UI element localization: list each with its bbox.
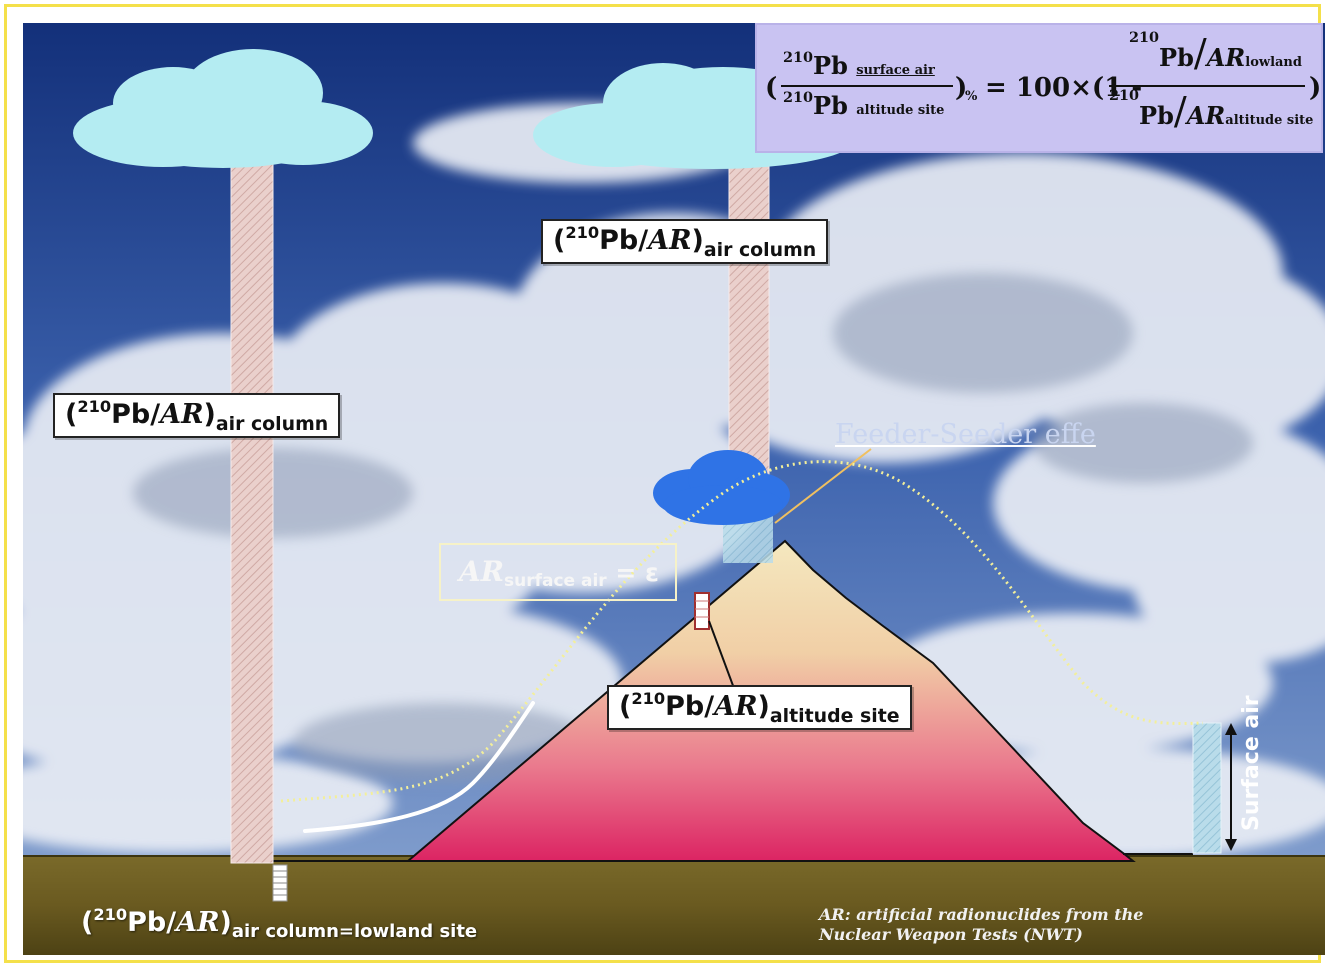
formula-rhs-den-el: Pb — [1139, 101, 1174, 130]
formula-lhs-numerator: 210Pb surface air — [783, 49, 935, 80]
formula-lhs-fraction-bar — [781, 85, 953, 87]
label-eps-sub: surface air — [504, 571, 607, 591]
formula-open-paren: ( — [765, 73, 778, 103]
formula-rhs-num-sup: 210 — [1129, 29, 1160, 46]
formula-rhs-num-el: Pb — [1159, 43, 1194, 72]
label-alt-open: ( — [619, 691, 632, 722]
formula-lhs-den-sub: altitude site — [856, 103, 945, 118]
formula-percent: % — [965, 89, 978, 104]
label-left-close: ) — [203, 399, 216, 430]
formula-rhs-close: ) — [1309, 73, 1322, 103]
label-low-ar: AR — [176, 907, 220, 938]
label-eps-ar: AR — [459, 555, 504, 588]
label-left-main: Pb/ — [111, 399, 161, 430]
label-low-sup: 210 — [93, 905, 128, 924]
label-altitude-site: (210Pb/AR)altitude site — [607, 685, 912, 730]
label-left-sup: 210 — [77, 397, 112, 416]
diagram-graphics — [23, 23, 1325, 955]
diagram-scene: ( 210Pb surface air 210Pb altitude site … — [23, 23, 1325, 955]
label-low-main: Pb/ — [127, 907, 177, 938]
formula-lhs-den-sup: 210 — [783, 89, 814, 106]
formula-lhs-den-el: Pb — [813, 91, 848, 120]
label-eps-rest: = ε — [615, 558, 659, 587]
surface-air-column — [1192, 722, 1222, 854]
label-alt-sup: 210 — [631, 689, 666, 708]
feeder-pointer — [774, 448, 872, 524]
ground — [23, 855, 1325, 955]
formula-rhs-fraction-bar — [1109, 85, 1305, 87]
label-feeder-seeder: Feeder-Seeder effe — [835, 419, 1096, 450]
label-center-open: ( — [553, 225, 566, 256]
formula-equals: = 100×(1 - — [985, 73, 1143, 103]
label-alt-ar: AR — [714, 691, 758, 722]
formula-lhs-num-sub: surface air — [856, 63, 935, 78]
formula-rhs-den-sup: 210 — [1109, 87, 1140, 104]
footnote: AR: artificial radionuclides from the Nu… — [819, 905, 1143, 945]
white-curve — [303, 701, 535, 833]
formula-rhs-den-ar: AR — [1186, 101, 1226, 130]
formula-rhs-num-slash: / — [1193, 31, 1207, 75]
figure-frame: ( 210Pb surface air 210Pb altitude site … — [4, 4, 1325, 963]
altitude-sampler — [694, 592, 710, 630]
label-low-open: ( — [81, 907, 94, 938]
formula-rhs-num-sub: lowland — [1245, 55, 1302, 70]
formula-rhs-numerator: 210Pb/ARlowland — [1129, 29, 1302, 75]
label-left-sub: air column — [215, 413, 329, 435]
label-lowland-site: (210Pb/AR)air column=lowland site — [81, 905, 477, 942]
label-surface-air: Surface air — [1239, 695, 1264, 831]
label-center-air-column: (210Pb/AR)air column — [541, 219, 829, 264]
label-alt-main: Pb/ — [665, 691, 715, 722]
footnote-line2: Nuclear Weapon Tests (NWT) — [819, 925, 1083, 944]
label-center-close: ) — [691, 225, 704, 256]
dotted-profile — [280, 460, 1204, 803]
formula-box: ( 210Pb surface air 210Pb altitude site … — [755, 23, 1323, 153]
footnote-line1: AR: artificial radionuclides from the — [819, 905, 1144, 924]
label-center-sub: air column — [703, 239, 817, 261]
left-air-column — [230, 162, 274, 864]
formula-rhs-den-sub: altitude site — [1225, 113, 1314, 128]
altitude-pointer — [708, 620, 736, 692]
label-center-ar: AR — [648, 225, 692, 256]
feeder-cloud — [653, 450, 790, 525]
formula-lhs-denominator: 210Pb altitude site — [783, 89, 945, 120]
label-left-ar: AR — [160, 399, 204, 430]
formula-rhs-denominator: 210Pb/ARaltitude site — [1109, 87, 1314, 133]
formula-lhs-num-el: Pb — [813, 51, 848, 80]
center-air-column — [728, 162, 770, 494]
label-center-sup: 210 — [565, 223, 600, 242]
formula-lhs-num-sup: 210 — [783, 49, 814, 66]
left-cloud — [73, 49, 373, 168]
label-low-sub: air column=lowland site — [231, 921, 478, 942]
label-alt-sub: altitude site — [769, 705, 900, 727]
formula-lhs-close: ) — [955, 73, 968, 103]
label-left-air-column: (210Pb/AR)air column — [53, 393, 341, 438]
label-surface-epsilon: ARsurface air = ε — [439, 543, 677, 601]
formula-rhs-den-slash: / — [1173, 89, 1187, 133]
label-low-close: ) — [219, 907, 232, 938]
formula-rhs-num-ar: AR — [1206, 43, 1246, 72]
label-left-open: ( — [65, 399, 78, 430]
label-center-main: Pb/ — [599, 225, 649, 256]
label-alt-close: ) — [757, 691, 770, 722]
